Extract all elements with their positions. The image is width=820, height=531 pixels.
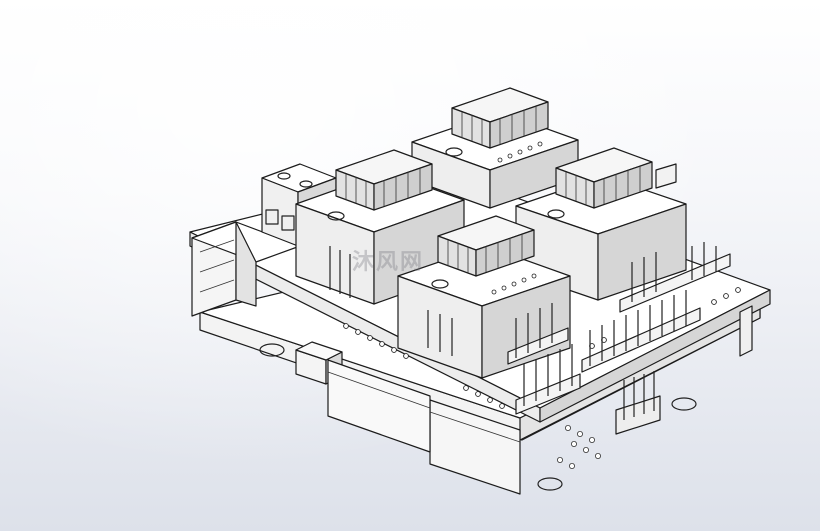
lower-header-pins <box>615 371 661 435</box>
front-header-pins <box>507 242 731 415</box>
stepper-driver-a <box>411 87 579 209</box>
heatsink-c <box>555 147 653 209</box>
heatsink-a <box>451 87 549 149</box>
watermark-text: 沐风网 <box>352 250 425 275</box>
stepper-driver-c <box>515 147 687 301</box>
stepper-driver-d <box>397 215 571 379</box>
heatsink-d <box>437 215 535 277</box>
heatsink-b <box>335 149 433 211</box>
stepper-driver-b <box>295 149 465 305</box>
